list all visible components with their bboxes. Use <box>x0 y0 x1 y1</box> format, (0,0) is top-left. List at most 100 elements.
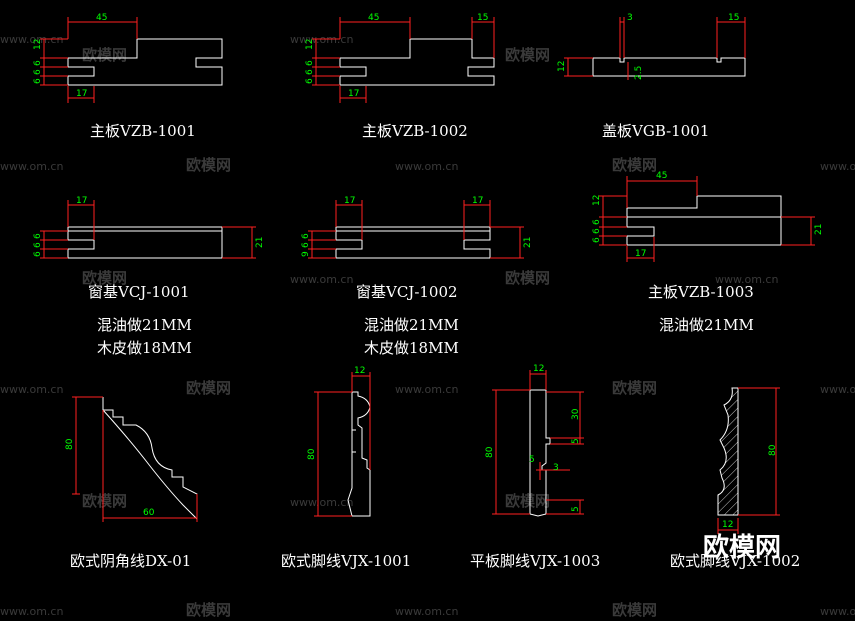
dim-label: 5 <box>529 455 535 465</box>
dim-label: 12 <box>557 61 567 72</box>
watermark-brand: 欧模网 <box>612 156 657 174</box>
dim-label: 17 <box>635 249 646 259</box>
dim-label: 45 <box>96 13 107 23</box>
watermark-brand: 欧模网 <box>186 156 231 174</box>
caption-note: 混油做21MM <box>659 316 754 334</box>
caption: 盖板VGB-1001 <box>602 122 709 140</box>
caption: 主板VZB-1003 <box>648 283 754 301</box>
watermark-brand: 欧模网 <box>505 269 550 287</box>
brand-logo: 欧模网 <box>703 532 781 563</box>
dim-label: 6 <box>592 219 602 225</box>
dim-label: 80 <box>307 448 317 460</box>
caption: 平板脚线VJX-1003 <box>470 552 600 570</box>
profile-vjx-1002: 80 12 欧式脚线VJX-1002 <box>670 387 800 570</box>
dim-label: 12 <box>533 364 544 374</box>
profile-vcj-1001: 17 6 6 6 21 窗基VCJ-1001 混油做21MM 木皮做18MM <box>33 196 265 357</box>
dim-label: 30 <box>571 408 581 420</box>
dim-label: 17 <box>344 196 355 206</box>
watermark-brand: 欧模网 <box>82 269 127 287</box>
watermarks: www.om.cn www.om.cn 欧模网 欧模网 www.om.cn ww… <box>0 33 855 619</box>
dim-label: 6 <box>592 228 602 234</box>
caption-note: 混油做21MM <box>97 316 192 334</box>
watermark-brand: 欧模网 <box>186 601 231 619</box>
caption-note: 混油做21MM <box>364 316 459 334</box>
dim-label: 3 <box>627 13 633 23</box>
dim-label: 6 <box>33 251 43 257</box>
watermark-brand: 欧模网 <box>82 46 127 64</box>
watermark-site: www.om.cn <box>820 160 855 173</box>
dim-label: 45 <box>656 171 667 181</box>
dim-label: 6 <box>305 60 315 66</box>
caption: 欧式脚线VJX-1001 <box>281 552 411 570</box>
dim-label: 6 <box>33 242 43 248</box>
watermark-site: www.om.cn <box>0 605 63 618</box>
dim-label: 3 <box>553 463 559 473</box>
dim-label: 80 <box>768 444 778 456</box>
watermark-site: www.om.cn <box>395 605 458 618</box>
caption: 窗基VCJ-1001 <box>88 283 190 301</box>
dim-label: 6 <box>33 69 43 75</box>
profile-vzb-1002: 45 15 17 12 6 6 6 主板VZB-1002 <box>305 13 495 140</box>
dim-label: 5 <box>571 438 581 444</box>
watermark-site: www.om.cn <box>0 383 63 396</box>
dim-label: 5 <box>571 506 581 512</box>
dim-label: 12 <box>592 195 602 206</box>
dim-label: 60 <box>143 508 155 518</box>
caption-note: 木皮做18MM <box>364 339 459 357</box>
watermark-brand: 欧模网 <box>505 46 550 64</box>
watermark-brand: 欧模网 <box>505 492 550 510</box>
dim-label: 12 <box>722 520 733 530</box>
caption: 主板VZB-1002 <box>362 122 468 140</box>
watermark-brand: 欧模网 <box>82 492 127 510</box>
watermark-site: www.om.cn <box>820 383 855 396</box>
dim-label: 2.5 <box>634 66 644 80</box>
watermark-site: www.om.cn <box>715 273 778 286</box>
dim-label: 17 <box>76 89 87 99</box>
dim-label: 6 <box>301 233 311 239</box>
dim-label: 12 <box>354 366 365 376</box>
watermark-site: www.om.cn <box>290 496 353 509</box>
profile-vjx-1003: 12 80 30 5 5 5 3 平板脚线VJX-1003 <box>470 364 600 570</box>
profile-dx-01: 80 60 欧式阴角线DX-01 <box>65 396 198 570</box>
caption: 欧式阴角线DX-01 <box>70 552 191 570</box>
caption: 主板VZB-1001 <box>90 122 196 140</box>
profile-vcj-1002: 17 17 6 6 9 21 窗基VCJ-1002 混油做21MM 木皮做18M… <box>301 196 533 357</box>
dim-label: 21 <box>523 237 533 248</box>
dim-label: 15 <box>728 13 739 23</box>
watermark-site: www.om.cn <box>290 273 353 286</box>
watermark-brand: 欧模网 <box>186 379 231 397</box>
watermark-site: www.om.cn <box>395 383 458 396</box>
watermark-site: www.om.cn <box>820 605 855 618</box>
dim-label: 6 <box>305 69 315 75</box>
dim-label: 21 <box>814 224 824 235</box>
watermark-brand: 欧模网 <box>612 379 657 397</box>
dim-label: 12 <box>305 39 315 50</box>
dim-label: 17 <box>348 89 359 99</box>
caption-note: 木皮做18MM <box>97 339 192 357</box>
dim-label: 15 <box>477 13 488 23</box>
watermark-site: www.om.cn <box>0 33 63 46</box>
caption: 窗基VCJ-1002 <box>356 283 458 301</box>
dim-label: 6 <box>33 60 43 66</box>
watermark-site: www.om.cn <box>0 160 63 173</box>
dim-label: 80 <box>485 446 495 458</box>
watermark-brand: 欧模网 <box>612 601 657 619</box>
dim-label: 12 <box>33 39 43 50</box>
dim-label: 6 <box>33 233 43 239</box>
profile-vzb-1001: 45 17 12 6 6 6 主板VZB-1001 <box>33 13 223 140</box>
dim-label: 17 <box>76 196 87 206</box>
dim-label: 6 <box>33 78 43 84</box>
dim-label: 6 <box>301 242 311 248</box>
profile-vgb-1001: 3 15 12 2.5 盖板VGB-1001 <box>557 13 746 140</box>
caption: 欧式脚线VJX-1002 <box>670 552 800 570</box>
watermark-site: www.om.cn <box>395 160 458 173</box>
dim-label: 9 <box>301 251 311 257</box>
dim-label: 80 <box>65 438 75 450</box>
dim-label: 21 <box>255 237 265 248</box>
dim-label: 6 <box>592 237 602 243</box>
dim-label: 6 <box>305 78 315 84</box>
profile-vzb-1003: 45 17 12 6 6 6 21 主板VZB-1003 混油做21MM <box>592 171 824 334</box>
profile-vjx-1001: 12 80 欧式脚线VJX-1001 <box>281 366 411 570</box>
